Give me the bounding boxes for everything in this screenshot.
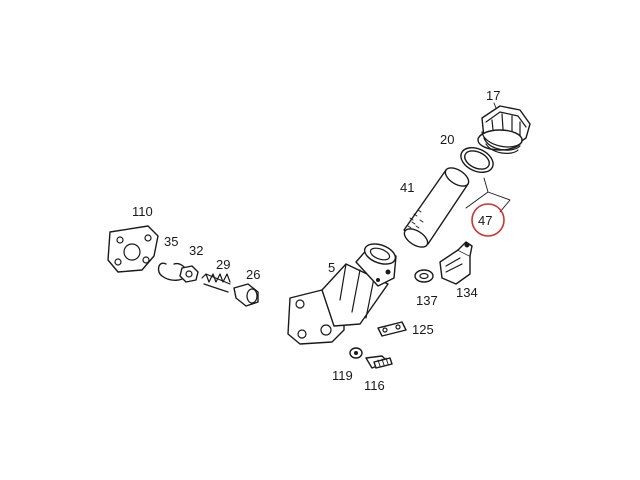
- bracket-47: [465, 177, 511, 213]
- label-26: 26: [246, 267, 260, 282]
- callout-134[interactable]: 134: [456, 285, 478, 300]
- label-125: 125: [412, 322, 434, 337]
- callout-35[interactable]: 35: [164, 234, 178, 249]
- part-5-filter-housing[interactable]: [287, 240, 398, 345]
- label-17: 17: [486, 88, 500, 103]
- part-17-filter-cap[interactable]: [477, 105, 531, 154]
- label-119: 119: [332, 368, 353, 383]
- part-20-o-ring[interactable]: [457, 143, 497, 177]
- part-41-filter-element[interactable]: [401, 164, 471, 251]
- label-20: 20: [440, 132, 454, 147]
- label-32: 32: [189, 243, 203, 258]
- callout-41[interactable]: 41: [400, 180, 414, 195]
- callout-110[interactable]: 110: [132, 204, 153, 219]
- callout-29[interactable]: 29: [216, 257, 230, 272]
- label-35: 35: [164, 234, 178, 249]
- part-125-bracket[interactable]: [377, 321, 407, 337]
- part-26-plug[interactable]: [233, 283, 259, 307]
- part-116-bolt[interactable]: [365, 355, 393, 369]
- callout-20[interactable]: 20: [440, 132, 454, 147]
- callout-119[interactable]: 119: [332, 368, 353, 383]
- callout-137[interactable]: 137: [416, 293, 438, 308]
- callout-26[interactable]: 26: [246, 267, 260, 282]
- callout-5[interactable]: 5: [328, 260, 335, 275]
- label-134: 134: [456, 285, 478, 300]
- callout-17[interactable]: 17: [486, 88, 500, 109]
- callout-125[interactable]: 125: [412, 322, 434, 337]
- label-110: 110: [132, 204, 153, 219]
- label-29: 29: [216, 257, 230, 272]
- leader-17: [493, 102, 497, 109]
- part-134-sensor[interactable]: [439, 241, 473, 285]
- label-47: 47: [478, 213, 492, 228]
- callout-32[interactable]: 32: [189, 243, 203, 258]
- label-5: 5: [328, 260, 335, 275]
- part-137-seal-ring[interactable]: [414, 269, 434, 283]
- label-137: 137: [416, 293, 438, 308]
- callout-47[interactable]: 47: [465, 177, 511, 237]
- part-119-washer[interactable]: [349, 347, 363, 359]
- part-110-gasket[interactable]: [107, 225, 159, 273]
- label-41: 41: [400, 180, 414, 195]
- callout-116[interactable]: 116: [364, 378, 385, 393]
- part-29-spring[interactable]: [201, 273, 231, 293]
- highlight-ring-47: [471, 203, 505, 237]
- part-32-nut[interactable]: [179, 265, 199, 283]
- label-116: 116: [364, 378, 385, 393]
